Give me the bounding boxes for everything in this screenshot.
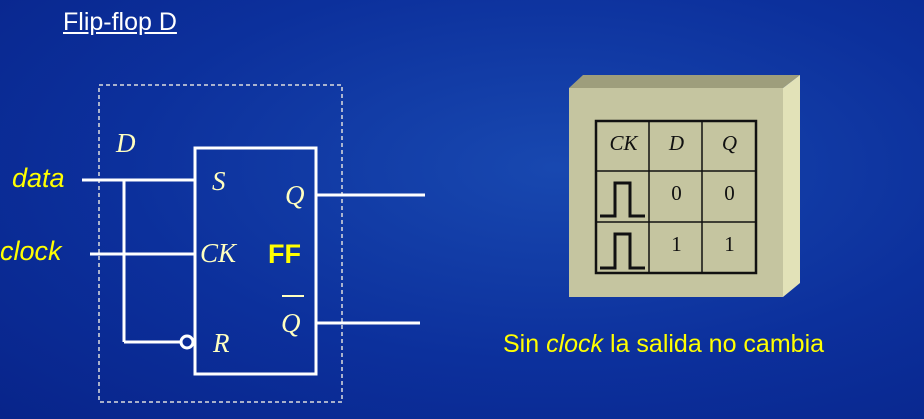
panel-side — [783, 75, 800, 297]
header-ck: CK — [609, 131, 638, 155]
q-pin-label: Q — [285, 180, 305, 210]
slide-title: Flip-flop D — [63, 8, 177, 36]
panel-front — [569, 88, 783, 297]
d-label: D — [116, 128, 136, 158]
row1-d: 0 — [671, 181, 682, 205]
row2-d: 1 — [671, 232, 682, 256]
header-q: Q — [721, 131, 738, 155]
qbar-pin-label: Q — [281, 308, 301, 338]
ff-box — [193, 146, 318, 376]
dashed-boundary — [98, 84, 343, 403]
caption-em: clock — [546, 330, 604, 358]
row1-q: 0 — [724, 181, 735, 205]
caption-pre: Sin — [503, 330, 547, 358]
ff-label: FF — [268, 239, 301, 269]
s-pin-label: S — [212, 166, 226, 196]
caption-post: la salida no cambia — [603, 330, 825, 358]
truth-table-grid — [594, 119, 758, 275]
ck-pin-label: CK — [200, 238, 237, 268]
inverter-bubble — [179, 334, 195, 350]
clock-input-label: clock — [0, 236, 62, 266]
row2-q: 1 — [724, 232, 735, 256]
pulse-icon — [600, 181, 645, 218]
pulse-icon — [600, 232, 645, 270]
data-input-label: data — [12, 163, 65, 193]
panel-top — [569, 75, 800, 88]
r-pin-label: R — [213, 328, 230, 358]
caption: Sin clock la salida no cambia — [503, 330, 824, 359]
header-d: D — [668, 131, 685, 155]
